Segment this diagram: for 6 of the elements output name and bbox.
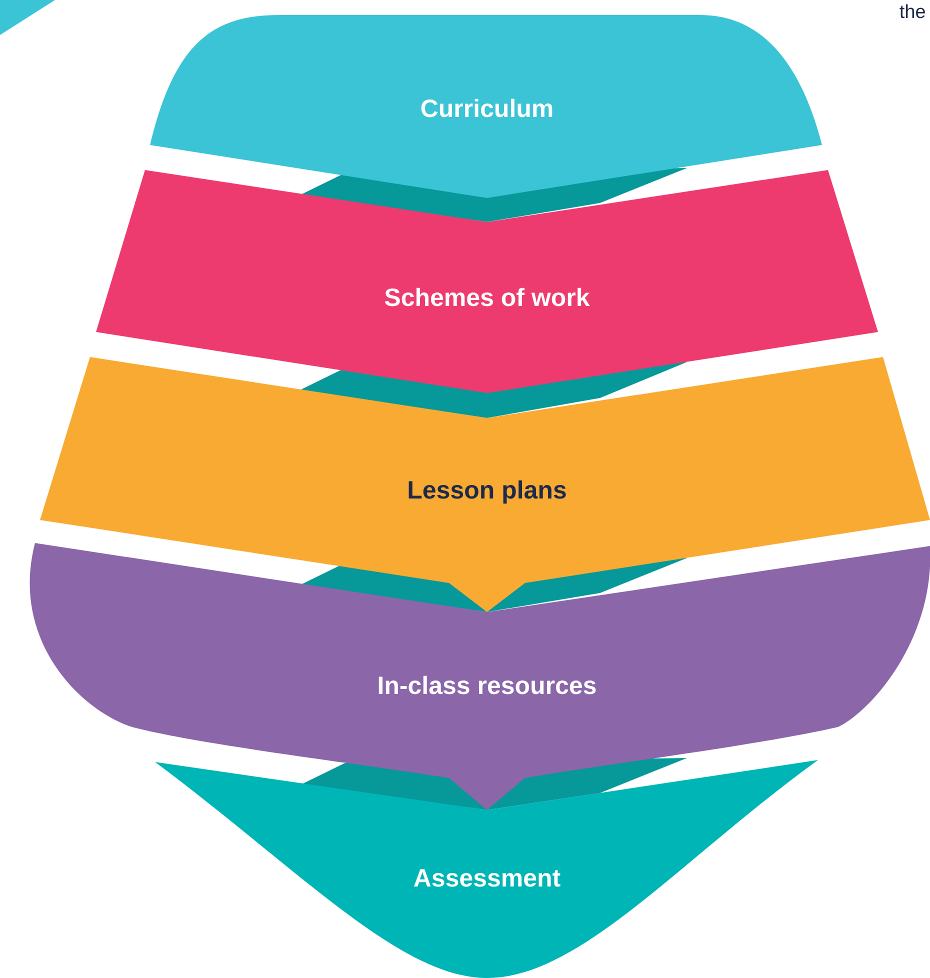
chevron-band: Assessment	[155, 760, 818, 978]
text-fragment: the	[900, 4, 925, 18]
chevron-band: Curriculum	[150, 15, 822, 198]
chevron-band: Schemes of work	[96, 170, 878, 393]
chevron-band: Lesson plans	[40, 357, 930, 612]
chevron-band: In-class resources	[30, 543, 930, 810]
